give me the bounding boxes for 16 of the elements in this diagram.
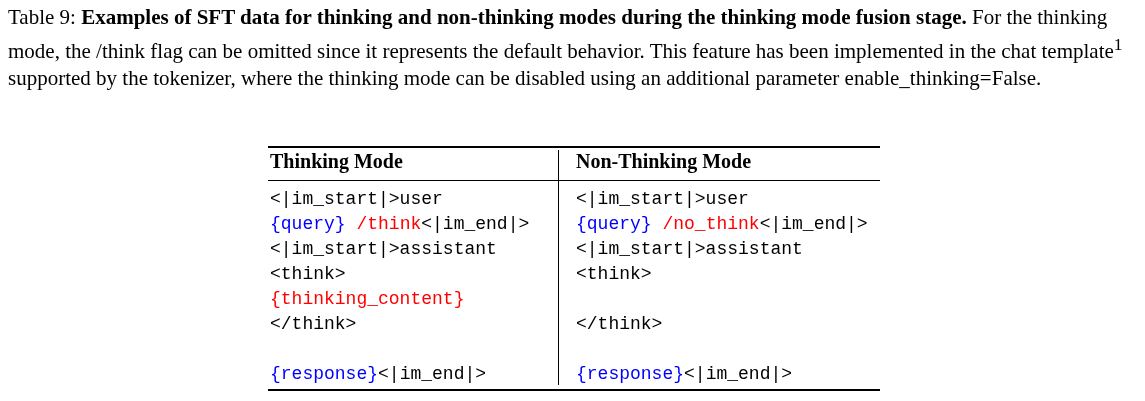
code-line: </think> <box>576 313 663 335</box>
code-line: <think> <box>576 263 652 285</box>
code-line: {response}<|im_end|> <box>270 363 487 385</box>
code-line: <|im_start|>user <box>270 188 443 210</box>
code-line: {thinking_content} <box>270 288 465 310</box>
code-line: </think> <box>270 313 357 335</box>
code-line: {query} /no_think<|im_end|> <box>576 213 868 235</box>
table-caption: Table 9: Examples of SFT data for thinking and non-thinking modes during the thinking mode fusion stage. For the thinking mode, the /think flag can be omitted since it represents the default behavior. This feature has been implemented in the chat template$^{1}$ supported by the tokenizer, where the thinking mode can be disabled using an additional parameter enable_thinking=False. <box>8 4 1124 92</box>
column-header: Non-Thinking Mode <box>576 149 752 173</box>
code-line: {response}<|im_end|> <box>576 363 793 385</box>
code-line: <|im_start|>assistant <box>270 238 497 260</box>
column-header: Thinking Mode <box>270 149 403 173</box>
code-line: {query} /think<|im_end|> <box>270 213 530 235</box>
code-line: <think> <box>270 263 346 285</box>
code-line: <|im_start|>assistant <box>576 238 803 260</box>
code-line: <|im_start|>user <box>576 188 749 210</box>
